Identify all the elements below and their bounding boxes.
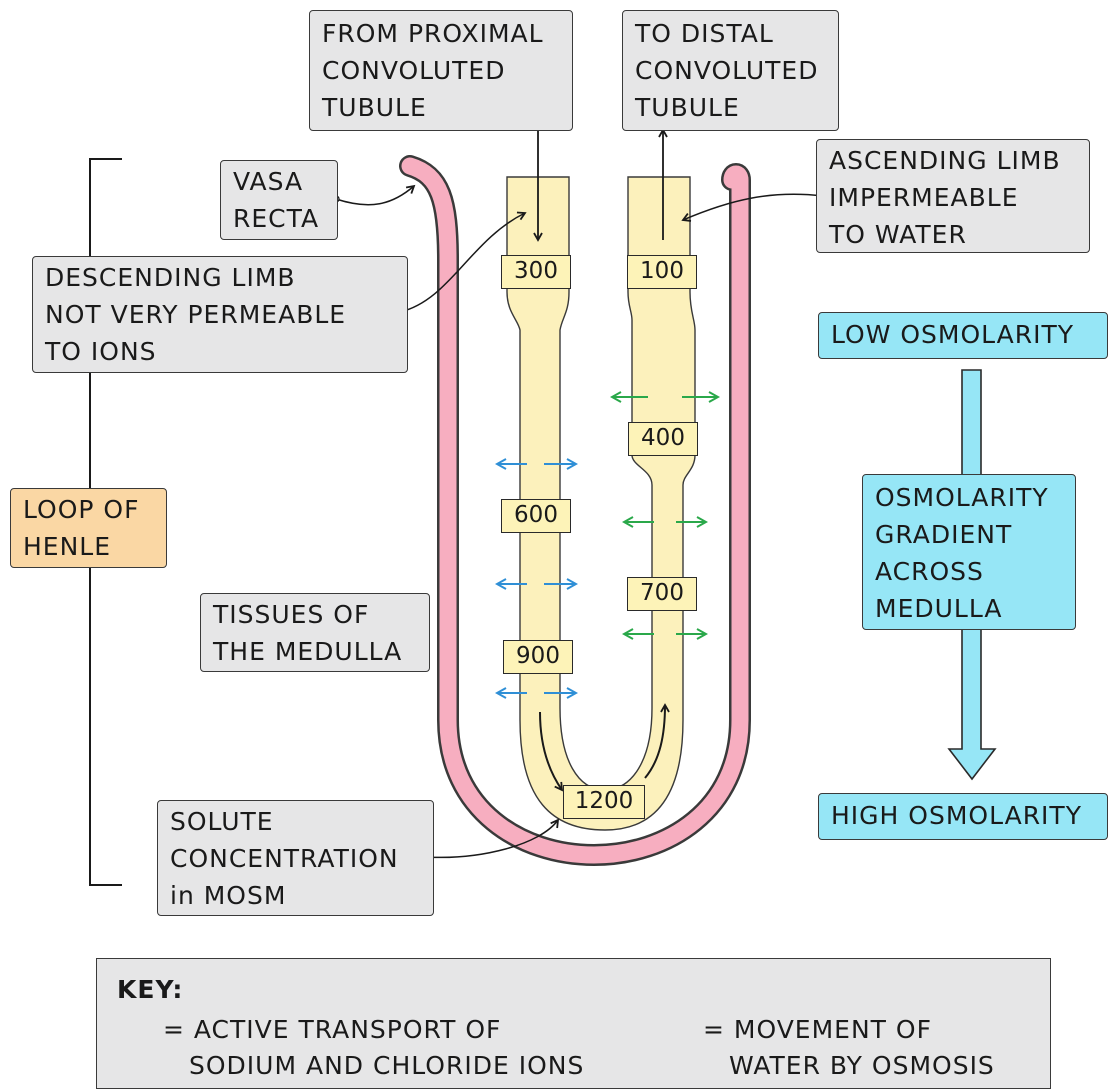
- descending-limb-line3: TO IONS: [45, 337, 157, 366]
- solute-line3: in MOSM: [170, 881, 287, 910]
- vasa-recta-line1: VASA: [233, 167, 304, 196]
- ion-arrows: [612, 397, 718, 634]
- descending-limb-leader: [399, 211, 527, 313]
- ascending-limb-line2: IMPERMEABLE: [829, 183, 1019, 212]
- gradient-line4: MEDULLA: [875, 594, 1003, 623]
- from-proximal-line3: TUBULE: [322, 93, 427, 122]
- gradient-line1: OSMOLARITY: [875, 483, 1049, 512]
- descending-limb-line2: NOT VERY PERMEABLE: [45, 300, 347, 329]
- conc-descending-300: 300: [501, 255, 571, 289]
- conc-ascending-700: 700: [627, 577, 697, 611]
- ascending-limb-label: ASCENDING LIMB IMPERMEABLE TO WATER: [816, 139, 1090, 253]
- from-proximal-label: FROM PROXIMAL CONVOLUTED TUBULE: [309, 10, 573, 131]
- gradient-label: OSMOLARITY GRADIENT ACROSS MEDULLA: [862, 474, 1076, 630]
- loop-of-henle-line2: HENLE: [23, 532, 112, 561]
- key-green-line1: = ACTIVE TRANSPORT OF: [163, 1015, 502, 1044]
- ascending-limb-line3: TO WATER: [829, 220, 967, 249]
- key-blue-line1: = MOVEMENT OF: [703, 1015, 932, 1044]
- conc-ascending-100: 100: [627, 255, 697, 289]
- key-title: KEY:: [117, 975, 184, 1004]
- high-osmolarity-label: HIGH OSMOLARITY: [818, 793, 1108, 840]
- loop-of-henle-label: LOOP OF HENLE: [10, 488, 167, 568]
- conc-ascending-400: 400: [628, 422, 698, 456]
- descending-limb-label: DESCENDING LIMB NOT VERY PERMEABLE TO IO…: [32, 256, 408, 373]
- tissues-line2: THE MEDULLA: [213, 637, 403, 666]
- to-distal-line1: TO DISTAL: [635, 19, 774, 48]
- solute-leader: [425, 818, 560, 859]
- key-blue-line2: WATER BY OSMOSIS: [729, 1051, 995, 1080]
- solute-line1: SOLUTE: [170, 807, 274, 836]
- vasa-recta-label: VASA RECTA: [220, 160, 338, 240]
- descending-limb-line1: DESCENDING LIMB: [45, 263, 296, 292]
- key-panel: KEY: = ACTIVE TRANSPORT OF SODIUM AND CH…: [96, 958, 1051, 1089]
- conc-bottom-1200: 1200: [563, 785, 645, 819]
- gradient-line3: ACROSS: [875, 557, 984, 586]
- high-osmolarity-text: HIGH OSMOLARITY: [831, 801, 1082, 830]
- from-proximal-line2: CONVOLUTED: [322, 56, 506, 85]
- loop-of-henle-line1: LOOP OF: [23, 495, 140, 524]
- low-osmolarity-label: LOW OSMOLARITY: [818, 312, 1108, 359]
- ascending-limb-leader: [681, 193, 824, 222]
- from-proximal-line1: FROM PROXIMAL: [322, 19, 544, 48]
- solute-label: SOLUTE CONCENTRATION in MOSM: [157, 800, 434, 916]
- ascending-limb-line1: ASCENDING LIMB: [829, 146, 1061, 175]
- solute-line2: CONCENTRATION: [170, 844, 399, 873]
- tissues-label: TISSUES OF THE MEDULLA: [200, 593, 430, 672]
- to-distal-label: TO DISTAL CONVOLUTED TUBULE: [622, 10, 839, 131]
- low-osmolarity-text: LOW OSMOLARITY: [831, 320, 1075, 349]
- to-distal-line2: CONVOLUTED: [635, 56, 819, 85]
- key-green-line2: SODIUM AND CHLORIDE IONS: [189, 1051, 585, 1080]
- water-arrows: [497, 464, 576, 693]
- gradient-line2: GRADIENT: [875, 520, 1013, 549]
- conc-descending-600: 600: [501, 499, 571, 533]
- conc-descending-900: 900: [503, 640, 573, 674]
- down-flow-arrow: [539, 711, 564, 792]
- vasa-recta-leader: [335, 184, 416, 206]
- vasa-recta-line2: RECTA: [233, 204, 320, 233]
- to-distal-line3: TUBULE: [635, 93, 740, 122]
- tissues-line1: TISSUES OF: [213, 600, 370, 629]
- up-flow-arrow: [644, 703, 670, 779]
